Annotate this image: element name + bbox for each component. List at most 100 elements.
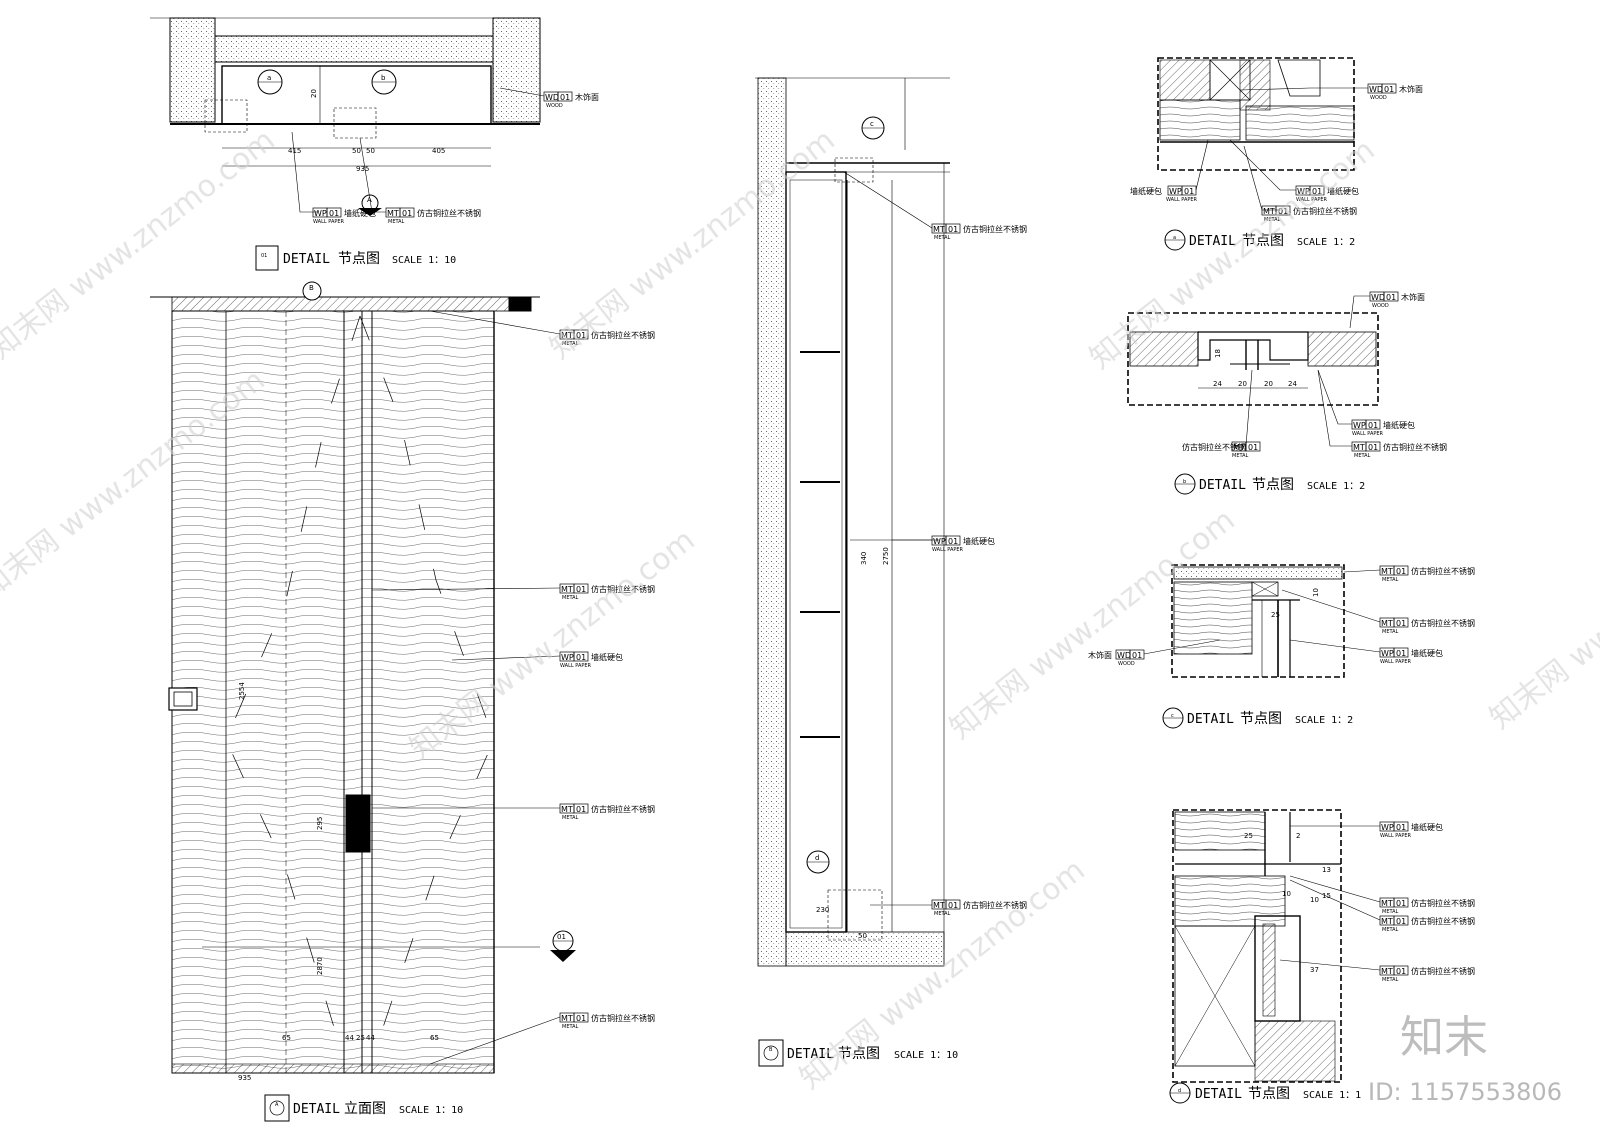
tag-en: WOOD (1370, 95, 1387, 101)
tag-num: 01 (1396, 649, 1406, 658)
tag-code: WP (561, 653, 574, 662)
dim-top-4: 935 (356, 165, 369, 173)
detail-b (1127, 312, 1379, 406)
callout-b-marker: b (371, 69, 397, 95)
tag-num: 01 (576, 331, 586, 340)
title-d-id: d (1178, 1088, 1181, 1094)
dim-d-2: 10 (1282, 890, 1291, 898)
dim-c-1: 10 (1312, 588, 1320, 597)
tag-en: WOOD (546, 103, 563, 109)
tag-num: 01 (560, 93, 570, 102)
title-b-cn: 节点图 (1252, 477, 1294, 493)
tag-cn: 仿古铜拉丝不锈钢 (417, 208, 481, 218)
dim-top-2: 50 (366, 147, 375, 155)
tag-cn: 仿古铜拉丝不锈钢 (1293, 206, 1357, 216)
tag-cn: 仿古铜拉丝不锈钢 (1411, 966, 1475, 976)
tag-num: 01 (1396, 899, 1406, 908)
tag-cn: 仿古铜拉丝不锈钢 (591, 1013, 655, 1023)
dim-top-0: 415 (288, 147, 301, 155)
dim-elev-2: 25 (356, 1034, 365, 1042)
callout-a-label: a (267, 74, 271, 82)
tag-num: 01 (1184, 187, 1194, 196)
dim-elev-6: 295 (316, 817, 324, 830)
tag-en: METAL (562, 595, 579, 601)
tag-num: 01 (948, 225, 958, 234)
tag-cn: 墙纸硬包 (1130, 186, 1162, 196)
tag-cn: 墙纸硬包 (591, 652, 623, 662)
callout-a-title-marker (1164, 229, 1186, 251)
tag-code: MT (387, 209, 399, 218)
dim-d-4: 13 (1322, 866, 1331, 874)
tag-code: WD (1371, 293, 1385, 302)
tag-code: MT (561, 585, 573, 594)
title-01-cn: 节点图 (338, 251, 380, 267)
dim-elev-3: 44 (366, 1034, 375, 1042)
dim-d-3: 10 (1310, 896, 1319, 904)
leader-lines (291, 87, 1381, 1065)
dim-c-0: 25 (1271, 611, 1280, 619)
tag-en: METAL (1354, 453, 1371, 459)
tag-code: MT (1353, 443, 1365, 452)
title-d-cn: 节点图 (1248, 1086, 1290, 1102)
callout-d-marker: d (806, 850, 830, 874)
tag-en: METAL (1264, 217, 1281, 223)
dim-b-4: 18 (1214, 349, 1222, 358)
tag-code: MT (1263, 207, 1275, 216)
tag-num: 01 (1132, 651, 1142, 660)
tag-cn: 仿古铜拉丝不锈钢 (1411, 916, 1475, 926)
tag-code: WP (1381, 823, 1394, 832)
tag-en: METAL (562, 1024, 579, 1030)
tag-cn: 仿古铜拉丝不锈钢 (963, 224, 1027, 234)
title-01-scale: SCALE 1：10 (392, 255, 456, 266)
tag-num: 01 (1396, 917, 1406, 926)
dim-b-3: 24 (1288, 380, 1297, 388)
tag-num: 01 (1278, 207, 1288, 216)
tag-mt-01-top: MT 01 仿古铜拉丝不锈钢 METAL (385, 207, 481, 225)
title-b: b DETAIL 节点图 SCALE 1：2 (1183, 477, 1365, 493)
tag-en: WALL PAPER (1296, 197, 1328, 203)
title-a-id: a (1173, 235, 1176, 241)
dim-elev-5: 2554 (238, 682, 246, 700)
tag-num: 01 (329, 209, 339, 218)
tag-code: WP (1353, 421, 1366, 430)
tag-code: MT (1381, 619, 1393, 628)
callout-d-title-marker (1169, 1082, 1191, 1104)
tag-num: 01 (948, 537, 958, 546)
callout-b-title-marker (1174, 473, 1196, 495)
watermark-8: 知末网 www.znzmo.com (1483, 493, 1600, 737)
tag-num: 01 (1396, 823, 1406, 832)
title-B-scale: SCALE 1：10 (894, 1050, 958, 1061)
tag-en: METAL (1232, 453, 1249, 459)
tag-cn: 仿古铜拉丝不锈钢 (1411, 898, 1475, 908)
tag-code: WP (314, 209, 327, 218)
title-d-scale: SCALE 1：1 (1303, 1090, 1361, 1101)
dim-d-1: 2 (1296, 832, 1300, 840)
tag-en: WOOD (1118, 661, 1135, 667)
title-c-cn: 节点图 (1240, 711, 1282, 727)
dim-section-1: 2750 (882, 547, 890, 565)
dim-elev-8: 935 (238, 1074, 251, 1082)
tag-code: WD (1369, 85, 1383, 94)
tag-cn: 木饰面 (1399, 84, 1423, 94)
tag-code: MT (561, 1014, 573, 1023)
tag-en: WALL PAPER (1166, 197, 1198, 203)
tag-code: MT (561, 331, 573, 340)
detail-c (1171, 564, 1345, 678)
title-c: c DETAIL 节点图 SCALE 1：2 (1171, 711, 1353, 727)
tag-en: METAL (1382, 577, 1399, 583)
callout-B-marker: B (302, 281, 322, 301)
tag-cn: 仿古铜拉丝不锈钢 (591, 804, 655, 814)
